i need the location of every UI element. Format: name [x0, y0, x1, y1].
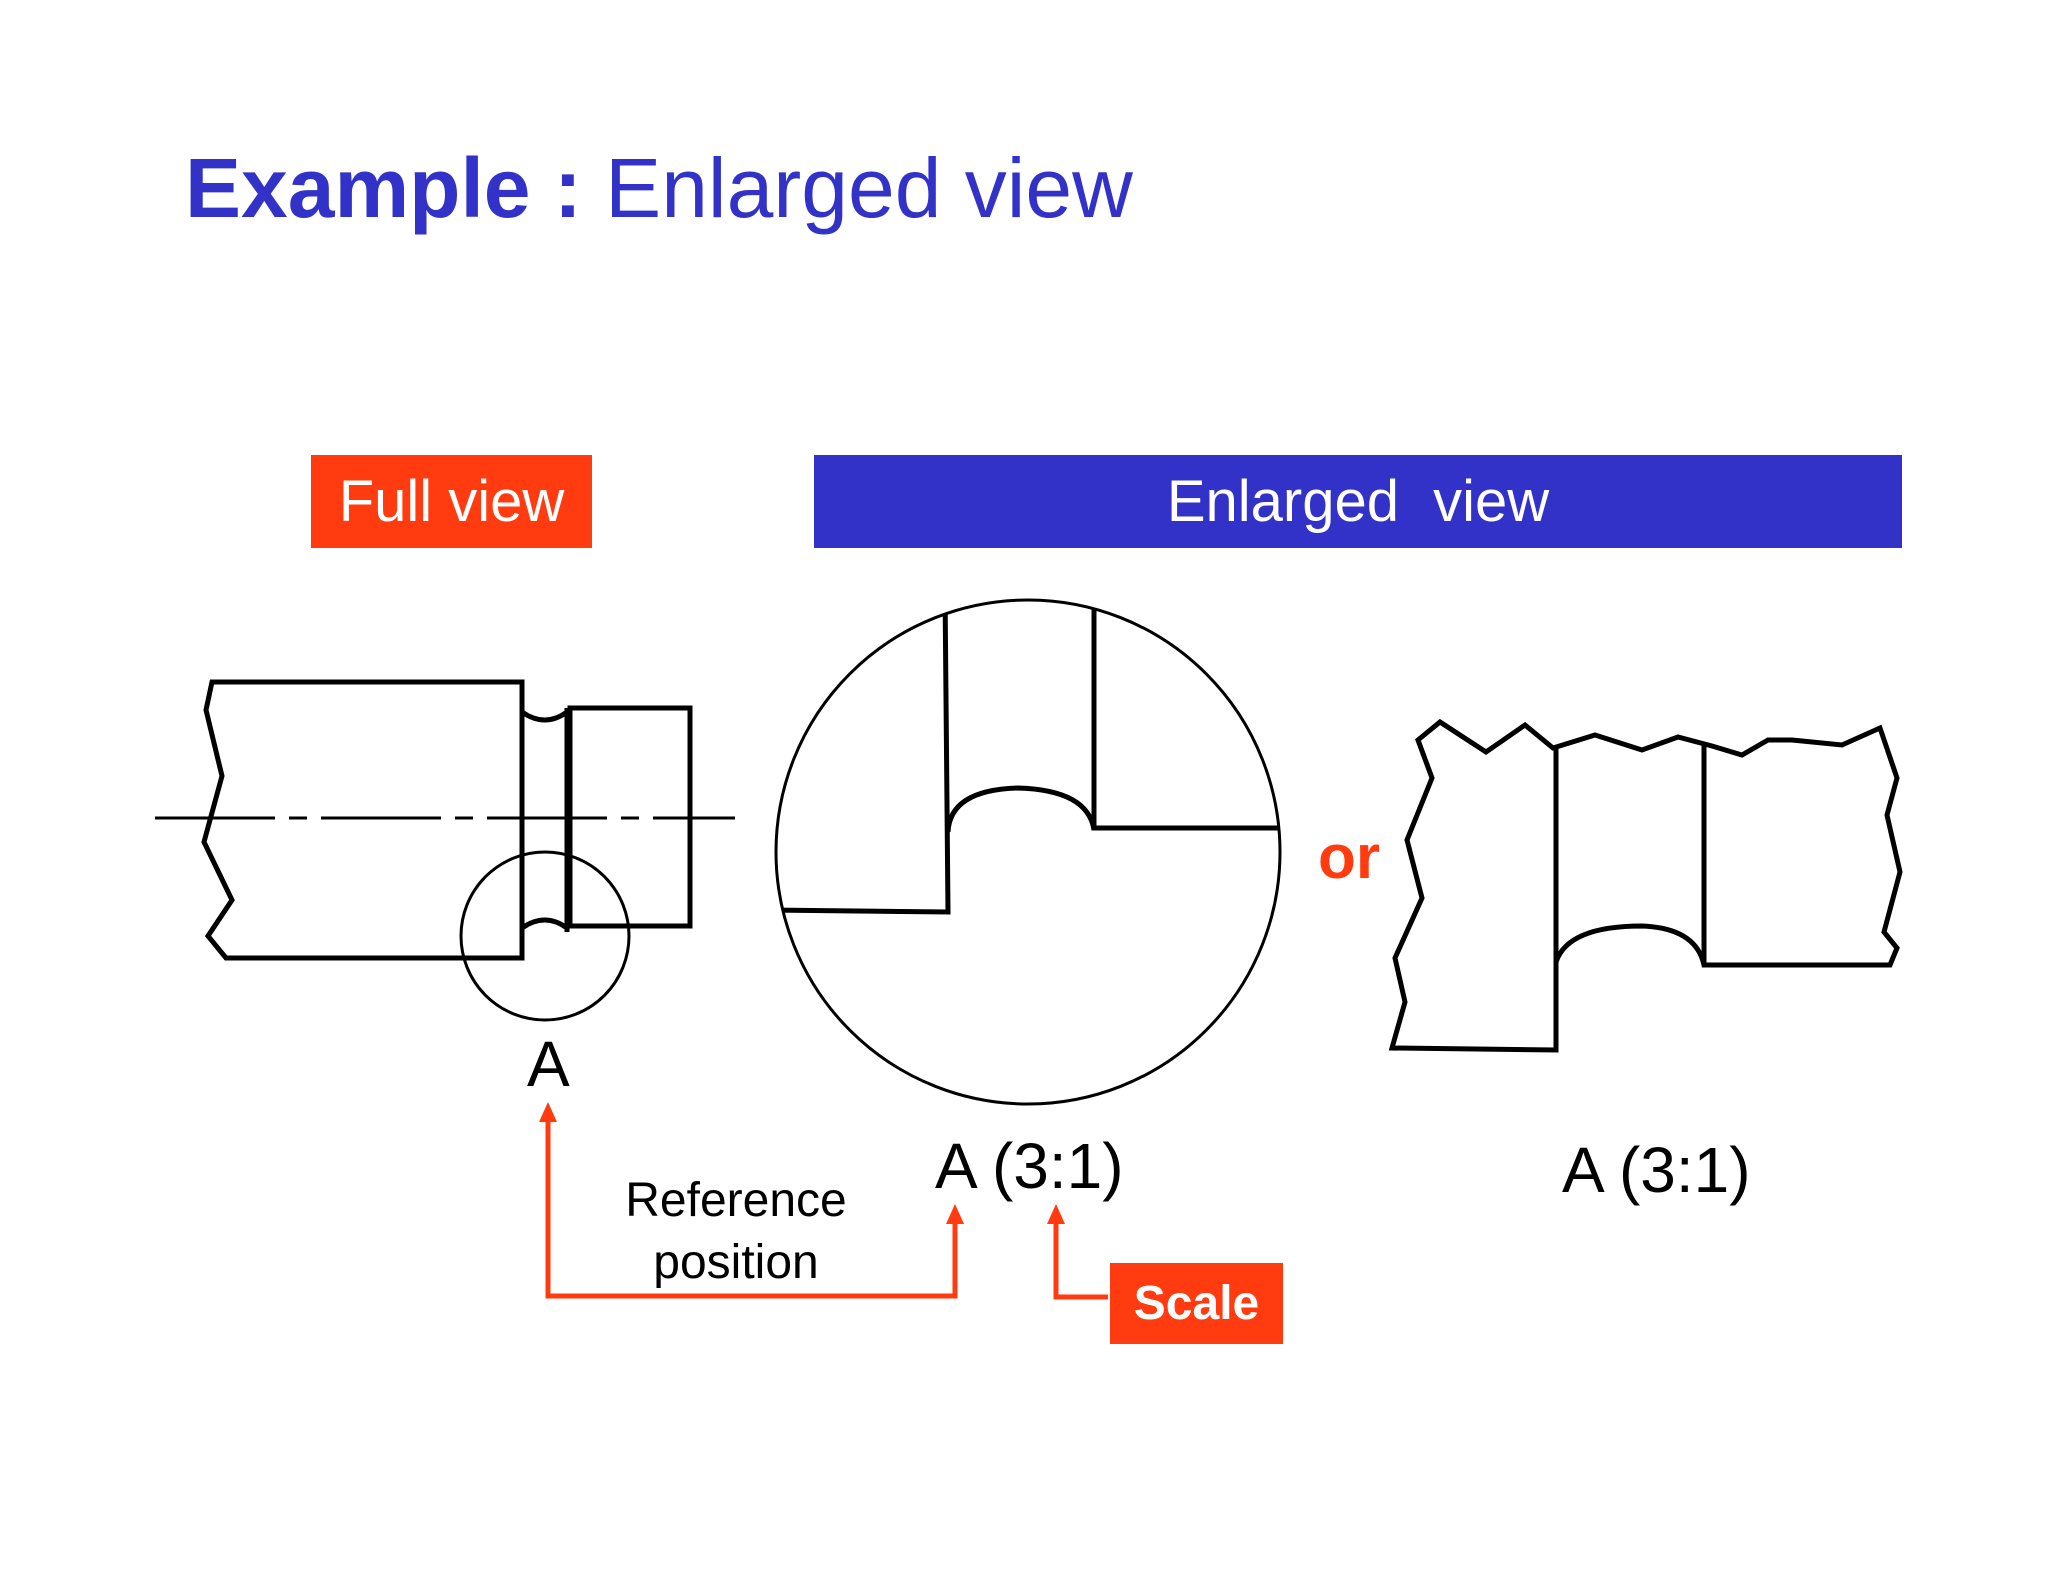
- label-a-scale-right: A (3:1): [1562, 1134, 1751, 1206]
- broken-view-drawing: [1388, 718, 1903, 1053]
- groove-top: [520, 709, 569, 723]
- full-view-label: Full view: [311, 455, 592, 548]
- enlarged-groove: [945, 785, 1097, 833]
- reference-line-2: position: [653, 1236, 819, 1289]
- reference-position-label: Reference position: [600, 1170, 872, 1294]
- reference-leader: [545, 1117, 958, 1299]
- enlarged-view-text: Enlarged view: [1166, 469, 1550, 534]
- arrowhead-a: [539, 1102, 557, 1122]
- arrowhead-scale: [1047, 1204, 1065, 1224]
- enlarged-left-profile: [776, 600, 951, 915]
- title-subject: Enlarged view: [605, 141, 1133, 235]
- enlarged-view-label: Enlarged view: [814, 455, 1902, 548]
- full-view-drawing: [201, 679, 693, 961]
- label-a-scale-middle: A (3:1): [935, 1130, 1124, 1202]
- enlarged-right-profile: [1091, 600, 1280, 831]
- broken-outline: [1388, 718, 1903, 1053]
- page-title: Example : Enlarged view: [185, 140, 1133, 237]
- label-a: A: [527, 1028, 570, 1100]
- enlarged-circle: [774, 598, 1282, 1106]
- scale-leader: [1053, 1218, 1108, 1300]
- detail-circle: [459, 850, 631, 1022]
- or-label: or: [1318, 823, 1380, 892]
- reference-line-1: Reference: [625, 1174, 847, 1227]
- scale-label: Scale: [1110, 1263, 1283, 1344]
- leader-arrowheads: [539, 1102, 1065, 1224]
- groove-bottom: [520, 917, 569, 931]
- scale-text: Scale: [1133, 1277, 1260, 1330]
- leader-lines: [545, 1117, 1108, 1300]
- arrowhead-a-scale: [946, 1204, 964, 1224]
- shaft-body: [201, 679, 525, 961]
- enlarged-detail: [776, 600, 1280, 915]
- title-example: Example :: [185, 141, 582, 235]
- full-view-text: Full view: [338, 469, 565, 534]
